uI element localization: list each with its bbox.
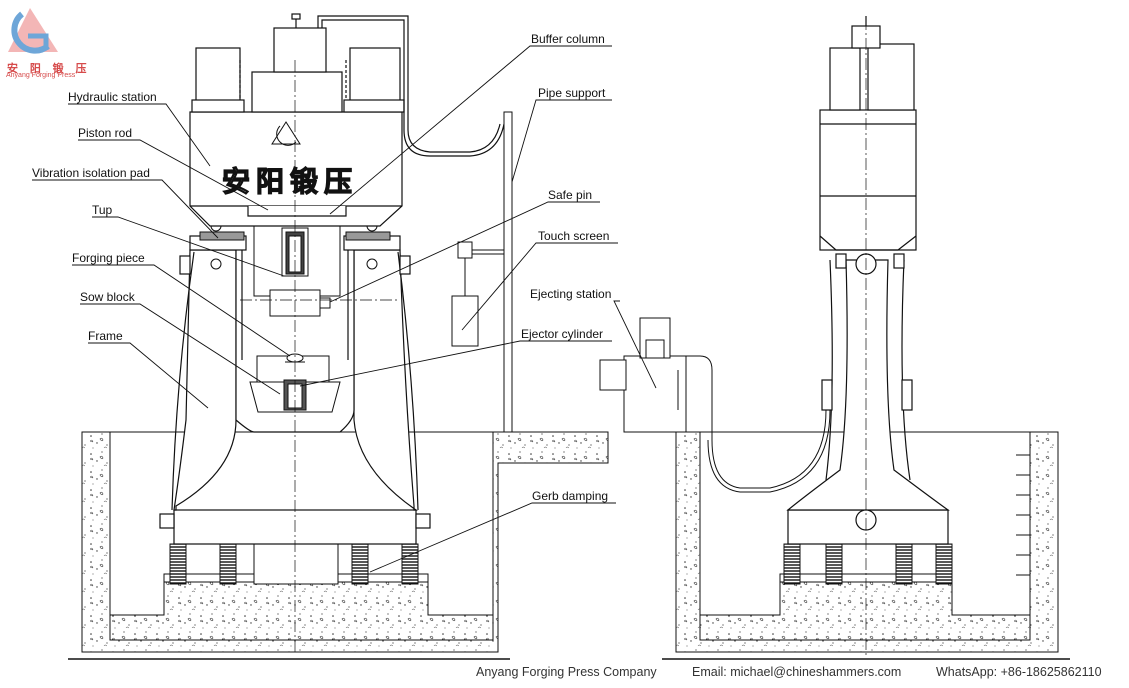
logo-chinese-text: 安 阳 锻 压 xyxy=(7,62,91,75)
right-pipe xyxy=(707,409,831,493)
ejecting-station xyxy=(599,317,713,440)
label-ejector-cylinder: Ejector cylinder xyxy=(521,327,604,341)
label-buffer-column: Buffer column xyxy=(531,32,605,46)
leader-lines xyxy=(32,45,657,573)
left-tup xyxy=(253,215,341,317)
right-gerb-springs xyxy=(783,543,953,585)
left-pipe-support xyxy=(451,111,513,433)
logo-mark xyxy=(8,8,58,54)
footer-whatsapp: WhatsApp: +86-18625862110 xyxy=(936,665,1102,679)
logo-english-text: Anyang Forging Press xyxy=(6,72,76,79)
label-gerb-damping: Gerb damping xyxy=(532,489,609,503)
touch-screen-device xyxy=(451,295,479,347)
label-safe-pin: Safe pin xyxy=(548,188,593,202)
label-ejecting-station: Ejecting station xyxy=(530,287,612,301)
label-vibration-isolation-pad: Vibration isolation pad xyxy=(32,166,150,180)
label-touch-screen: Touch screen xyxy=(538,229,610,243)
left-gerb-springs xyxy=(169,543,419,585)
label-piston-rod: Piston rod xyxy=(78,126,133,140)
label-tup: Tup xyxy=(92,203,113,217)
label-pipe-support: Pipe support xyxy=(538,86,606,100)
plate-logo-mark xyxy=(271,121,301,146)
label-forging-piece: Forging piece xyxy=(72,251,145,265)
footer-email: Email: michael@chineshammers.com xyxy=(692,665,902,679)
footer-company: Anyang Forging Press Company xyxy=(476,665,657,679)
label-sow-block: Sow block xyxy=(80,290,135,304)
label-hydraulic-station: Hydraulic station xyxy=(68,90,157,104)
right-frame xyxy=(786,16,950,545)
nameplate-chinese: 安阳锻压 xyxy=(221,164,359,198)
left-center-lines xyxy=(240,60,400,655)
label-frame: Frame xyxy=(88,329,123,343)
